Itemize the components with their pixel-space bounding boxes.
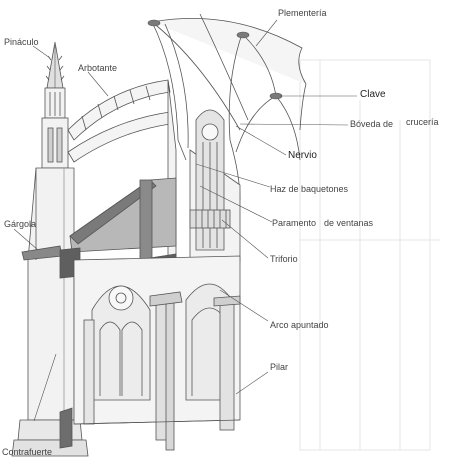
label-de-ventanas: de ventanas [324,218,374,228]
label-plementeria: Plementería [278,8,327,18]
buttress-tower [11,41,89,457]
vault-ribs [151,13,307,201]
label-paramento: Paramento [272,218,317,228]
keystones [147,19,283,100]
label-haz-de-baquetones: Haz de baquetones [270,184,349,194]
label-gargola: Gárgola [4,219,37,229]
flying-buttresses [67,79,171,163]
label-cruceria: crucería [406,117,439,127]
leader-lines [13,19,357,422]
label-arco-apuntado: Arco apuntado [270,320,329,330]
label-contrafuerte: Contrafuerte [2,447,53,457]
label-nervio: Nervio [288,150,317,161]
label-clave: Clave [360,89,386,100]
label-triforio: Triforio [270,254,298,264]
aisle-arcade [73,255,241,451]
label-boveda-de: Bóveda de [350,119,394,129]
label-pilar: Pilar [270,362,289,372]
label-arbotante: Arbotante [78,63,118,73]
label-pinaculo: Pináculo [4,37,39,47]
background-faint-building [299,59,440,451]
